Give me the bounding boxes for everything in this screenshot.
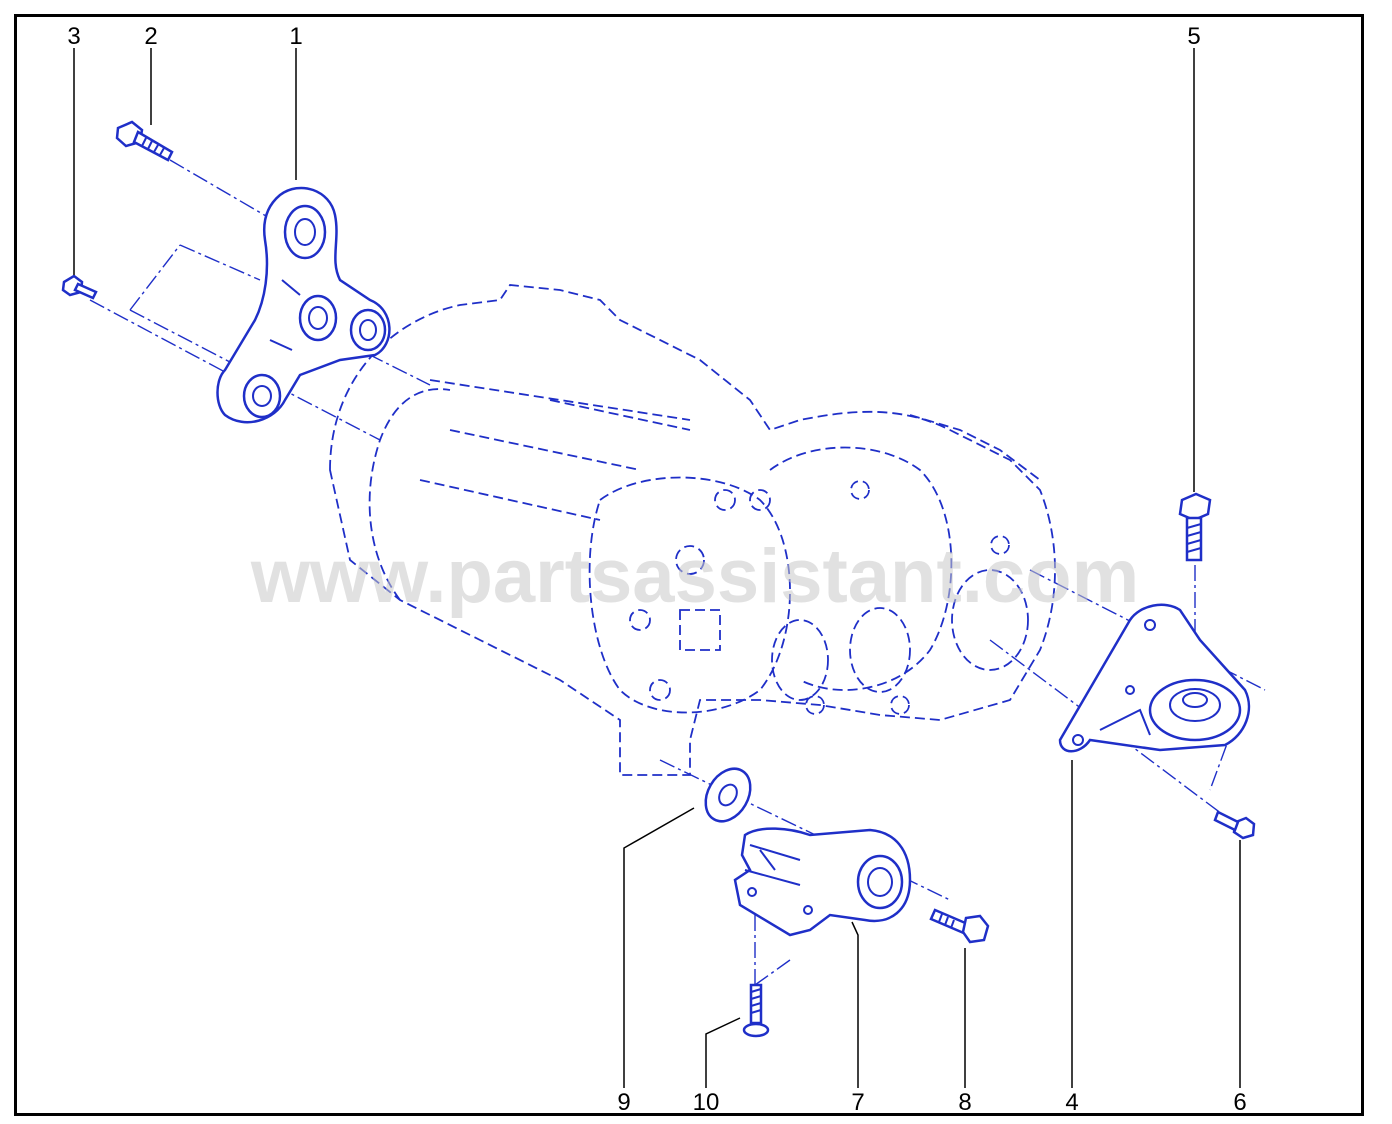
callout-1: 1 [289,23,302,50]
callout-4: 4 [1065,1089,1078,1116]
bolt-part-2 [115,120,174,162]
diagram-frame [14,14,1364,1116]
callout-10: 10 [693,1089,720,1116]
bolt-part-6 [1213,810,1256,840]
mount-bracket-part-4 [1058,603,1251,753]
mount-bracket-part-1 [216,186,391,424]
callout-6: 6 [1233,1089,1246,1116]
bolt-part-10 [742,983,770,1038]
gearbox-housing [329,284,1056,776]
watermark-text: www.partsassistant.com [250,534,1139,619]
callout-5: 5 [1187,23,1200,50]
bolt-part-8 [929,908,990,944]
washer-part-9 [704,767,752,823]
callout-7: 7 [851,1089,864,1116]
callout-9: 9 [617,1089,630,1116]
callout-8: 8 [958,1089,971,1116]
callout-labels: 3 2 1 5 9 10 7 8 4 6 [67,23,1246,1116]
callout-3: 3 [67,23,80,50]
bolt-part-3 [61,274,98,300]
mount-bracket-part-7 [733,827,912,937]
callout-2: 2 [144,23,157,50]
bolt-part-5 [1178,492,1212,562]
callout-leaders [73,48,1241,1088]
